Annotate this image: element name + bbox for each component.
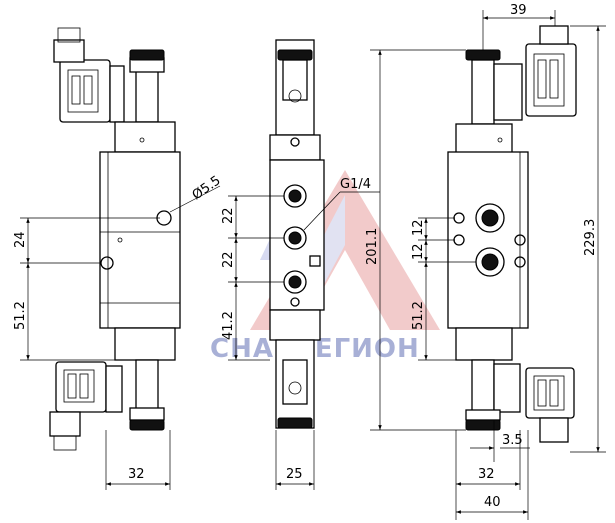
dim-front-32: 32: [128, 467, 145, 482]
dim-rear-40: 40: [484, 495, 501, 510]
side-dimensions: [228, 191, 380, 490]
dim-rear-229-3: 229.3: [583, 219, 598, 256]
front-dimensions: [20, 185, 221, 490]
dim-side-22b: 22: [221, 251, 236, 268]
dim-side-25: 25: [286, 467, 303, 482]
dim-rear-39: 39: [510, 3, 527, 18]
dim-front-24: 24: [13, 231, 28, 248]
dim-side-22a: 22: [221, 207, 236, 224]
dim-front-hole: Ø5.5: [190, 173, 224, 203]
dim-front-51-2: 51.2: [13, 301, 28, 330]
dim-side-41-2: 41.2: [221, 311, 236, 340]
dim-rear-32: 32: [478, 467, 495, 482]
dim-rear-201-1: 201.1: [365, 228, 380, 265]
dim-rear-3-5: 3.5: [502, 433, 523, 448]
dim-rear-12a: 12: [411, 219, 426, 236]
rear-view: [447, 25, 577, 443]
dim-side-g14: G1/4: [340, 177, 371, 192]
side-view: [269, 39, 325, 429]
dim-rear-51-2: 51.2: [411, 301, 426, 330]
dim-rear-12b: 12: [411, 243, 426, 260]
rear-dimensions: [370, 10, 606, 520]
front-view: [49, 27, 181, 451]
